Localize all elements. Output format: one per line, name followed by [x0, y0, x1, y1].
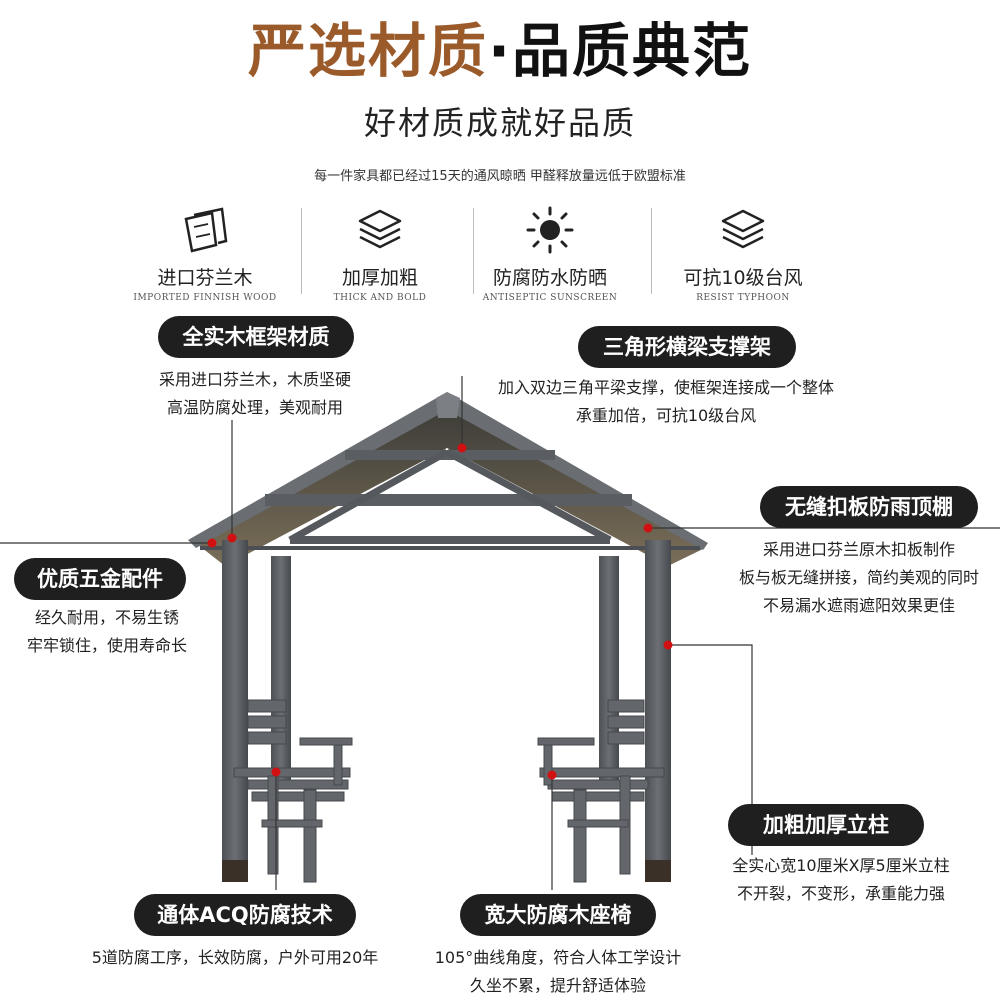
callout-roof-title: 无缝扣板防雨顶棚 — [760, 486, 978, 528]
callout-frame-desc: 采用进口芬兰木，木质坚硬 高温防腐处理，美观耐用 — [120, 366, 390, 422]
layers-icon — [721, 209, 765, 249]
callout-pillar-desc: 全实心宽10厘米X厚5厘米立柱 不开裂，不变形，承重能力强 — [698, 852, 984, 908]
callout-hardware-title: 优质五金配件 — [14, 558, 186, 600]
desc-line: 板与板无缝拼接，简约美观的同时 — [738, 568, 979, 587]
title-part-a: 严选材质 — [247, 17, 488, 85]
desc-line: 采用进口芬兰原木扣板制作 — [762, 540, 955, 559]
feature-antiseptic: 防腐防水防晒 ANTISEPTIC SUNSCREEN — [465, 205, 635, 305]
feature-label-en: IMPORTED FINNISH WOOD — [133, 293, 277, 303]
desc-line: 105°曲线角度，符合人体工学设计 — [434, 948, 682, 967]
feature-label-en: ANTISEPTIC SUNSCREEN — [482, 293, 618, 303]
bench-left — [233, 699, 353, 883]
divider — [301, 208, 302, 294]
callout-frame-title: 全实木框架材质 — [158, 316, 354, 358]
callout-pillar-title: 加粗加厚立柱 — [728, 804, 924, 846]
callout-roof-desc: 采用进口芬兰原木扣板制作 板与板无缝拼接，简约美观的同时 不易漏水遮雨遮阳效果更… — [718, 536, 1000, 620]
page-title: 严选材质·品质典范 — [0, 14, 1000, 88]
back-post-right — [599, 556, 619, 786]
callout-seat-title: 宽大防腐木座椅 — [460, 894, 656, 936]
layers-icon — [358, 209, 402, 249]
desc-line: 全实心宽10厘米X厚5厘米立柱 — [732, 856, 950, 875]
feature-label-en: RESIST TYPHOON — [696, 293, 790, 303]
desc-line: 牢牢锁住，使用寿命长 — [26, 636, 187, 655]
feature-label: 可抗10级台风 — [683, 267, 803, 289]
bench-right — [537, 699, 665, 883]
back-post-left — [271, 556, 291, 786]
feature-label: 加厚加粗 — [341, 267, 418, 289]
callout-seat-desc: 105°曲线角度，符合人体工学设计 久坐不累，提升舒适体验 — [406, 944, 710, 1000]
page-note: 每一件家具都已经过15天的通风晾晒 甲醛释放量远低于欧盟标准 — [314, 169, 686, 184]
desc-line: 5道防腐工序，长效防腐，户外可用20年 — [91, 948, 379, 967]
callout-hardware-desc: 经久耐用，不易生锈 牢牢锁住，使用寿命长 — [8, 604, 206, 660]
desc-line: 不易漏水遮雨遮阳效果更佳 — [762, 596, 955, 615]
desc-line: 高温防腐处理，美观耐用 — [166, 398, 343, 417]
feature-label: 进口芬兰木 — [157, 267, 253, 289]
feature-label: 防腐防水防晒 — [492, 267, 607, 289]
callout-beam-title: 三角形横梁支撑架 — [578, 326, 796, 368]
divider — [651, 208, 652, 294]
feature-label-en: THICK AND BOLD — [333, 293, 427, 303]
wood-planks-icon — [184, 207, 228, 253]
divider — [473, 208, 474, 294]
title-separator: · — [487, 17, 513, 85]
callout-acq-title: 通体ACQ防腐技术 — [134, 894, 356, 936]
page-subtitle: 好材质成就好品质 — [363, 104, 636, 142]
sun-icon — [526, 206, 574, 254]
callout-beam-desc: 加入双边三角平梁支撑，使框架连接成一个整体 承重加倍，可抗10级台风 — [464, 374, 868, 430]
title-part-b: 品质典范 — [512, 17, 753, 85]
desc-line: 加入双边三角平梁支撑，使框架连接成一个整体 — [497, 378, 834, 397]
leader-lines — [0, 376, 1000, 890]
callout-acq-desc: 5道防腐工序，长效防腐，户外可用20年 — [40, 944, 430, 972]
desc-line: 久坐不累，提升舒适体验 — [469, 976, 646, 995]
desc-line: 不开裂，不变形，承重能力强 — [736, 884, 945, 903]
feature-imported-wood: 进口芬兰木 IMPORTED FINNISH WOOD — [120, 205, 290, 305]
markers — [207, 443, 673, 780]
desc-line: 采用进口芬兰木，木质坚硬 — [158, 370, 351, 389]
desc-line: 承重加倍，可抗10级台风 — [575, 406, 757, 425]
feature-thick: 加厚加粗 THICK AND BOLD — [295, 205, 465, 305]
front-post-right — [645, 540, 671, 882]
feature-typhoon: 可抗10级台风 RESIST TYPHOON — [658, 205, 828, 305]
front-post-left — [222, 540, 248, 882]
desc-line: 经久耐用，不易生锈 — [34, 608, 179, 627]
